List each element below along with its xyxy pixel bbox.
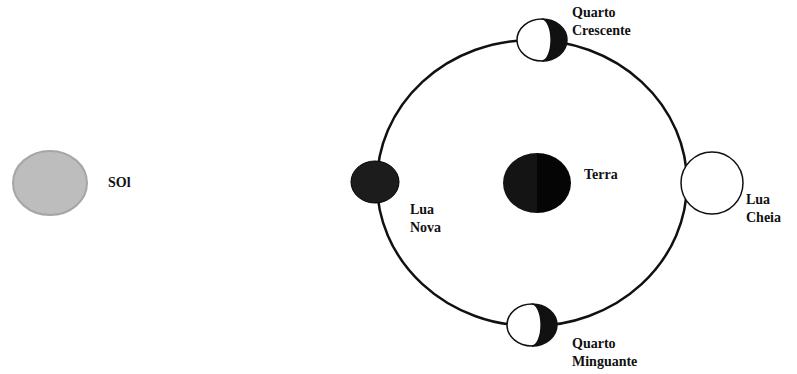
phase-label: SOl (106, 174, 170, 192)
moon-dark-side (532, 304, 557, 346)
moon-orbit (377, 40, 687, 326)
earth-shape: Terra (503, 153, 571, 213)
new-moon: Lua Nova (350, 160, 400, 204)
earth-half (537, 153, 571, 213)
moon-disc (517, 19, 567, 61)
sun-shape: SOl (12, 150, 88, 216)
full-moon: Lua Cheia (680, 151, 744, 215)
shape-outline (503, 153, 571, 213)
shape-outline (506, 303, 558, 347)
shape-outline (680, 151, 744, 215)
phase-label: Lua Cheia (744, 191, 794, 227)
shape-outline (350, 160, 400, 204)
moon-disc (351, 161, 399, 203)
moon-disc (681, 152, 743, 214)
last-quarter-moon: Quarto Minguante (506, 303, 558, 347)
phase-label: Lua Nova (408, 201, 456, 237)
phase-label: Quarto Crescente (570, 4, 656, 40)
shape-outline (516, 18, 568, 62)
terminator-line (542, 19, 551, 61)
first-quarter-moon: Quarto Crescente (516, 18, 568, 62)
phase-label: Terra (582, 166, 646, 184)
moon-dark-side (542, 19, 567, 61)
terminator-line (532, 304, 541, 346)
moon-disc (507, 304, 557, 346)
sun-disc (13, 151, 87, 215)
earth-half (503, 153, 537, 213)
phase-label: Quarto Minguante (570, 335, 656, 371)
shape-outline (12, 150, 88, 216)
